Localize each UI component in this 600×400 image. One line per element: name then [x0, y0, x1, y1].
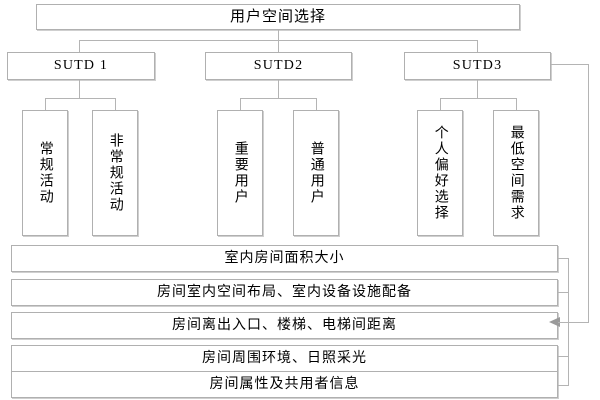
leaf-node-personal-preference[interactable]: 个人偏好选择 — [417, 110, 463, 236]
connector-bus-to-row1 — [558, 258, 569, 259]
connector-bus-to-row4 — [558, 356, 569, 357]
connector-sutd1-to-child2 — [115, 98, 116, 110]
attribute-row-distance-entrance-stairs-elevator-label: 房间离出入口、楼梯、电梯间距离 — [172, 317, 397, 333]
leaf-node-irregular-activity-label: 非常规活动 — [107, 133, 123, 213]
connector-sutd2-stem — [278, 80, 279, 98]
attribute-row-room-area[interactable]: 室内房间面积大小 — [11, 245, 558, 272]
group-node-sutd2[interactable]: SUTD2 — [205, 52, 352, 80]
connector-sutd2-to-child2 — [316, 98, 317, 110]
leaf-node-regular-activity-label: 常规活动 — [37, 141, 53, 205]
connector-sutd1-stem — [79, 80, 80, 98]
attribute-row-layout-equipment-label: 房间室内空间布局、室内设备设施配备 — [157, 284, 412, 300]
feedback-arrow-icon — [549, 317, 560, 327]
connector-drop-sutd2 — [278, 40, 279, 52]
attribute-row-layout-equipment[interactable]: 房间室内空间布局、室内设备设施配备 — [11, 279, 558, 306]
leaf-node-important-user[interactable]: 重要用户 — [217, 110, 263, 236]
connector-sutd2-bar — [240, 98, 316, 99]
leaf-node-regular-activity[interactable]: 常规活动 — [22, 110, 68, 236]
attribute-row-room-area-label: 室内房间面积大小 — [224, 250, 345, 266]
group-node-sutd3[interactable]: SUTD3 — [404, 52, 551, 80]
connector-feedback-into-bus — [560, 322, 589, 323]
group-node-sutd1-label: SUTD 1 — [53, 58, 109, 74]
leaf-node-personal-preference-label: 个人偏好选择 — [432, 125, 448, 221]
root-node-user-space-selection[interactable]: 用户空间选择 — [36, 4, 520, 30]
attribute-row-room-attributes-sharer-info-label: 房间属性及共用者信息 — [209, 376, 360, 392]
connector-root-down — [278, 30, 279, 40]
leaf-node-important-user-label: 重要用户 — [232, 141, 248, 205]
connector-drop-sutd1 — [79, 40, 80, 52]
leaf-node-irregular-activity[interactable]: 非常规活动 — [92, 110, 138, 236]
connector-sutd3-right-exit — [551, 64, 589, 65]
connector-sutd2-to-child1 — [240, 98, 241, 110]
connector-sutd3-bar — [440, 98, 516, 99]
connector-sutd3-to-child1 — [440, 98, 441, 110]
attribute-row-room-attributes-sharer-info[interactable]: 房间属性及共用者信息 — [11, 371, 558, 398]
connector-bus-to-row5 — [558, 385, 569, 386]
attribute-row-distance-entrance-stairs-elevator[interactable]: 房间离出入口、楼梯、电梯间距离 — [11, 312, 558, 339]
leaf-node-minimum-space-requirement[interactable]: 最低空间需求 — [493, 110, 539, 236]
connector-bus-to-row3 — [558, 322, 569, 323]
connector-bus-to-row2 — [558, 292, 569, 293]
connector-sutd3-to-child2 — [516, 98, 517, 110]
attribute-row-surrounding-environment-daylight-label: 房间周围环境、日照采光 — [202, 350, 367, 366]
leaf-node-normal-user[interactable]: 普通用户 — [293, 110, 339, 236]
connector-sutd1-bar — [45, 98, 115, 99]
attribute-row-surrounding-environment-daylight[interactable]: 房间周围环境、日照采光 — [11, 345, 558, 372]
leaf-node-minimum-space-requirement-label: 最低空间需求 — [508, 125, 524, 221]
group-node-sutd2-label: SUTD2 — [253, 58, 304, 74]
connector-attribute-bus — [568, 258, 569, 385]
connector-sutd1-to-child1 — [45, 98, 46, 110]
connector-sutd3-stem — [477, 80, 478, 98]
group-node-sutd1[interactable]: SUTD 1 — [7, 52, 155, 80]
connector-drop-sutd3 — [477, 40, 478, 52]
group-node-sutd3-label: SUTD3 — [452, 58, 503, 74]
leaf-node-normal-user-label: 普通用户 — [308, 141, 324, 205]
root-node-label: 用户空间选择 — [229, 8, 326, 25]
connector-feedback-vertical — [588, 64, 589, 322]
